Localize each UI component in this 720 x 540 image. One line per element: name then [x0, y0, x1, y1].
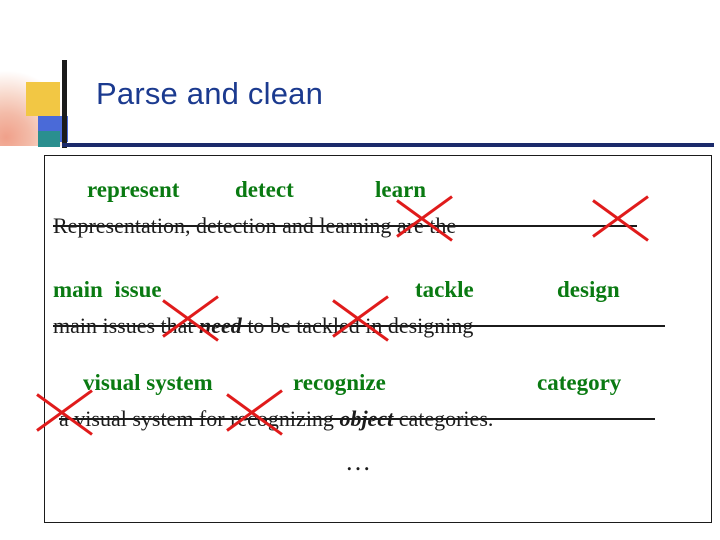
strikethrough-line-1 [53, 225, 637, 227]
keyword-design: design [557, 277, 620, 302]
cross-out-mark-to-be [332, 295, 389, 342]
keyword-recognize: recognize [293, 370, 386, 395]
keyword-represent: represent [87, 177, 180, 202]
keyword-tackle: tackle [415, 277, 474, 302]
cross-out-mark-detection [396, 195, 453, 242]
keyword-category: category [537, 370, 622, 395]
annotated-text-block: represent detect learn Representation, d… [36, 155, 713, 523]
strikethrough-line-3 [59, 418, 655, 420]
keyword-main-issue: main issue [53, 277, 162, 302]
title-underline-rule [62, 143, 714, 147]
cross-out-mark-for [226, 389, 283, 436]
keyword-visual-system: visual system [83, 370, 213, 395]
cross-out-mark-a [36, 389, 93, 436]
decor-yellow-square [26, 82, 60, 116]
cross-out-mark-that [162, 295, 219, 342]
cross-out-mark-are-the [592, 195, 649, 242]
keyword-learn: learn [375, 177, 427, 202]
decor-vertical-rule [62, 60, 67, 148]
keyword-detect: detect [235, 177, 294, 202]
strikethrough-line-2 [53, 325, 665, 327]
content-frame-top-border [44, 155, 712, 156]
page-title: Parse and clean [96, 76, 324, 111]
decor-teal-square [38, 131, 60, 147]
ellipsis: … [345, 447, 371, 476]
content-frame: represent detect learn Representation, d… [36, 155, 713, 523]
